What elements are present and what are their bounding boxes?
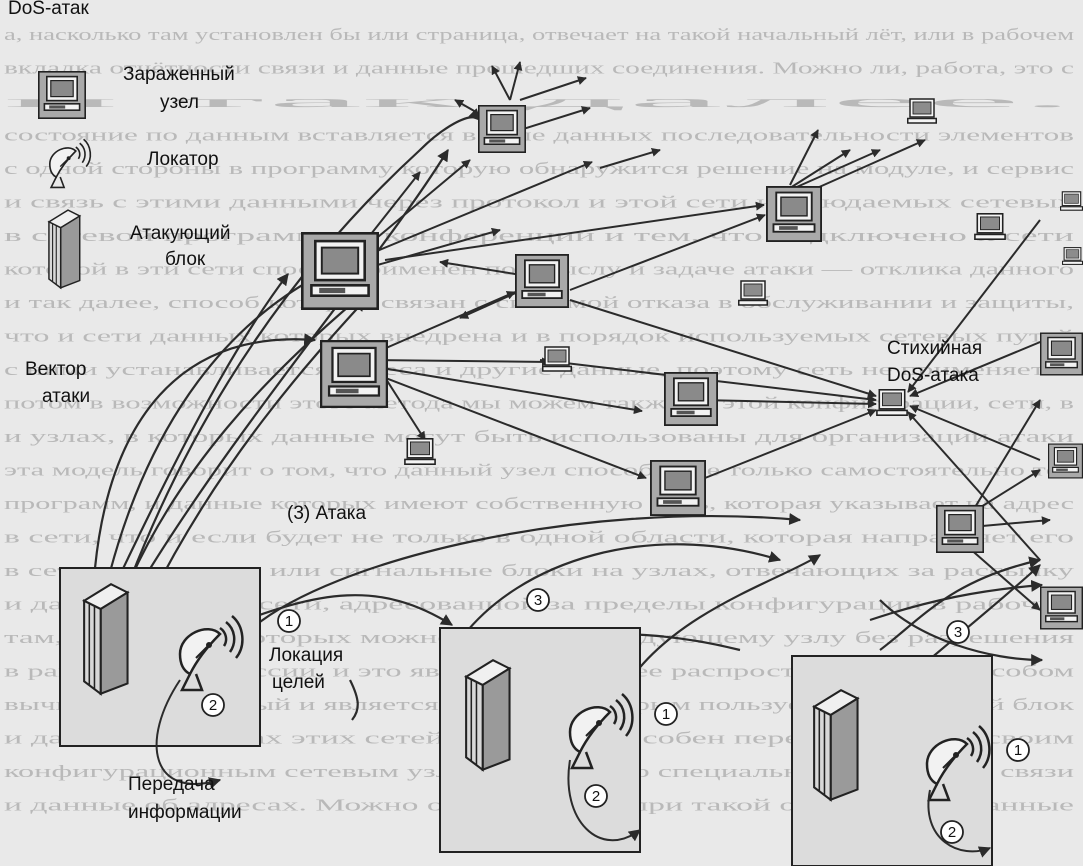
- legend-infected-label-line1: Зараженный: [123, 64, 235, 85]
- infected-node: [1040, 586, 1083, 630]
- legend-infected-node-icon: [38, 71, 86, 119]
- infected-node: [319, 340, 389, 408]
- node: [907, 98, 937, 124]
- command-panels: [59, 567, 993, 866]
- legend-attack-vector-label-line1: Вектор: [25, 359, 86, 380]
- step-2-marker: 2: [201, 693, 225, 717]
- attack-block-icon: [813, 689, 859, 801]
- background-text-line: программ, и данные которых имеют собстве…: [4, 494, 1075, 513]
- attack-vector-curves: [93, 108, 1044, 741]
- legend-infected-label-line2: узел: [160, 92, 199, 113]
- spontaneous-dos-label-line2: DoS-атака: [887, 365, 979, 386]
- target-location-label-line2: целей: [272, 672, 325, 693]
- infected-node: [664, 372, 718, 426]
- target-node: [876, 389, 908, 416]
- background-text-line: с одной стороны в программу которую обна…: [4, 159, 1075, 178]
- header-fragment: DoS-атак: [8, 0, 89, 19]
- legend-attack-block-label-line2: блок: [165, 249, 206, 270]
- step-1-label: 1: [662, 706, 670, 723]
- step-3-label: 3: [534, 592, 542, 609]
- background-text-line: в сети, что и если будет не только в одн…: [4, 528, 1074, 547]
- spontaneous-dos-label-line1: Стихийная: [887, 338, 982, 359]
- background-text-line: и так далее.: [4, 92, 1074, 111]
- step-3-marker: 3: [946, 620, 970, 644]
- step-markers: 1 2 3 1 2 3 1 2: [201, 588, 1030, 844]
- background-text-line: потом в возможности этого метода мы може…: [4, 394, 1074, 413]
- infected-node: [766, 186, 822, 242]
- info-transfer-label-line1: Передача: [128, 774, 215, 795]
- node: [404, 438, 436, 465]
- background-text-line: эта модель говорит о том, что данный узе…: [4, 461, 1075, 480]
- background-text-line: и связь с этими данными через протокол и…: [4, 193, 1075, 212]
- attack-block-icon: [83, 583, 129, 695]
- legend-attack-block-icon: [48, 209, 81, 289]
- background-text-line: а, насколько там установлен бы или стран…: [4, 25, 1074, 44]
- step-2-label: 2: [948, 824, 956, 841]
- info-transfer-label-line2: информации: [128, 802, 242, 823]
- attack-block-icon: [465, 659, 511, 771]
- node: [1060, 190, 1083, 212]
- infected-node: [936, 504, 984, 554]
- step-1-marker: 1: [654, 702, 678, 726]
- attack-arrows: [359, 61, 1051, 611]
- legend-locator-label: Локатор: [147, 149, 219, 170]
- attack-step-label: (3) Атака: [287, 503, 367, 524]
- background-text-line: вкладка отчётности связи и данные прошед…: [4, 59, 1075, 78]
- step-1-label: 1: [1014, 742, 1022, 759]
- step-1-label: 1: [285, 613, 293, 630]
- step-3-label: 3: [954, 624, 962, 641]
- background-text-line: состояние по данным вставляется в поле д…: [4, 126, 1074, 145]
- step-1-marker: 1: [1006, 738, 1030, 762]
- step-2-label: 2: [592, 788, 600, 805]
- step-2-marker: 2: [584, 784, 608, 808]
- step-2-marker: 2: [940, 820, 964, 844]
- node: [542, 346, 572, 372]
- legend-attack-block-label-line1: Атакующий: [130, 223, 230, 244]
- target-location-label-line1: Локация: [269, 645, 343, 666]
- infected-node: [650, 460, 706, 516]
- node: [738, 280, 768, 306]
- infected-node-large: [300, 232, 380, 310]
- node: [974, 213, 1006, 240]
- step-2-label: 2: [209, 697, 217, 714]
- labels: DoS-атак Зараженный узел Локатор Атакующ…: [8, 0, 982, 823]
- infected-node: [515, 254, 569, 308]
- background-text-line: в сетевом режиме, или сигнальные блоки н…: [4, 561, 1075, 580]
- node: [1062, 246, 1083, 266]
- infected-node: [478, 104, 526, 154]
- legend-attack-vector-label-line2: атаки: [42, 386, 90, 407]
- step-1-marker: 1: [277, 609, 301, 633]
- infected-node: [1048, 443, 1083, 479]
- step-3-marker: 3: [526, 588, 550, 612]
- infected-node: [1040, 332, 1083, 376]
